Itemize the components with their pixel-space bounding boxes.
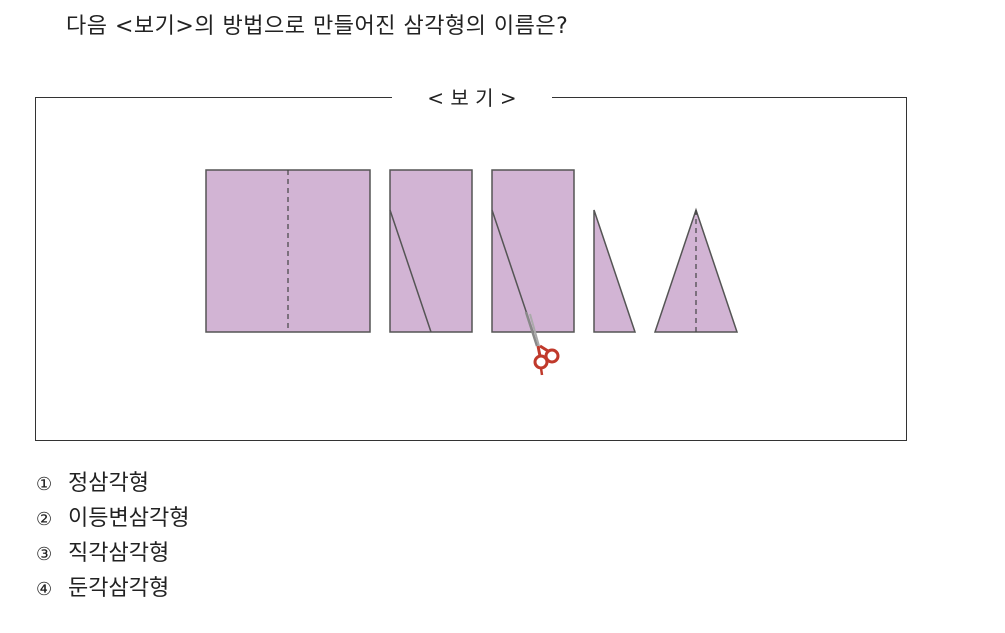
example-box [35, 97, 907, 441]
choice-label: 직각삼각형 [68, 541, 170, 566]
choice-label: 정삼각형 [68, 471, 149, 496]
choice-number: ① [36, 474, 53, 495]
choice-label: 둔각삼각형 [68, 576, 170, 601]
question-text: 다음 <보기>의 방법으로 만들어진 삼각형의 이름은? [66, 14, 569, 39]
choice-3[interactable]: ③ 직각삼각형 [36, 536, 189, 571]
choice-label: 이등변삼각형 [68, 506, 190, 531]
choice-number: ③ [36, 544, 53, 565]
choice-1[interactable]: ① 정삼각형 [36, 466, 189, 501]
choice-4[interactable]: ④ 둔각삼각형 [36, 571, 189, 606]
example-title: < 보 기 > [392, 84, 552, 112]
answer-choices: ① 정삼각형 ② 이등변삼각형 ③ 직각삼각형 ④ 둔각삼각형 [36, 466, 189, 606]
choice-number: ② [36, 509, 53, 530]
choice-2[interactable]: ② 이등변삼각형 [36, 501, 189, 536]
choice-number: ④ [36, 579, 53, 600]
